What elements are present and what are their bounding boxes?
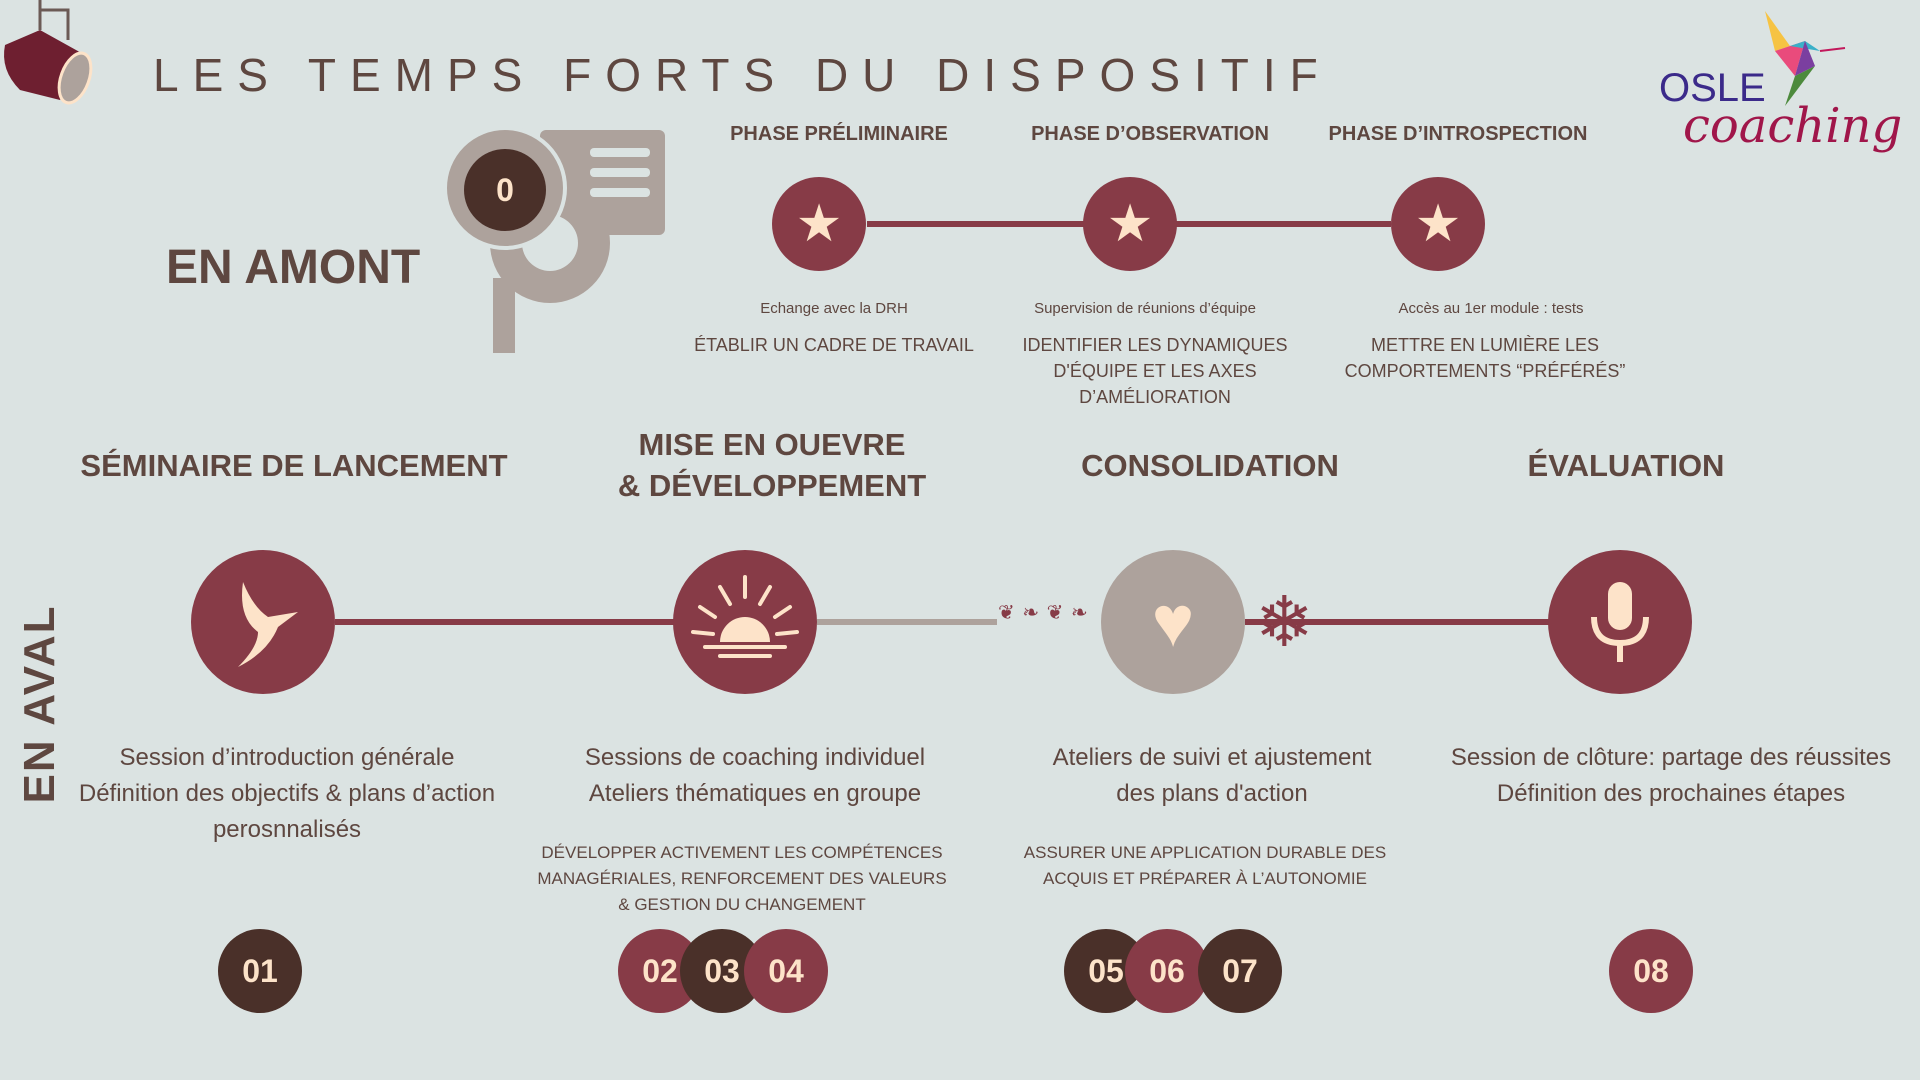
stage-description: Session de clôture: partage des réussite…	[1451, 740, 1891, 812]
phase-title: PHASE D’OBSERVATION	[1031, 123, 1269, 145]
leaves-icon: ❦ ❧ ❦ ❧	[998, 602, 1089, 624]
sunrise-icon	[673, 550, 817, 694]
stage-title-line: MISE EN OUEVRE	[638, 427, 906, 462]
desc-line: Ateliers thématiques en groupe	[588, 780, 922, 807]
phase-goal-line: METTRE EN LUMIÈRE LES	[1370, 335, 1600, 355]
desc-line: Sessions de coaching individuel	[584, 744, 926, 771]
phase-goal: IDENTIFIER LES DYNAMIQUES D'ÉQUIPE ET LE…	[1022, 332, 1287, 410]
phase-goal: METTRE EN LUMIÈRE LES COMPORTEMENTS “PRÉ…	[1345, 332, 1626, 384]
phase-goal-line: COMPORTEMENTS “PRÉFÉRÉS”	[1344, 361, 1626, 381]
lamp-icon	[4, 0, 93, 105]
phase-title: PHASE PRÉLIMINAIRE	[730, 123, 948, 145]
stage-title: MISE EN OUEVRE & DÉVELOPPEMENT	[618, 424, 926, 506]
desc-line: Définition des objectifs & plans d’actio…	[78, 780, 496, 807]
objective-line: ACQUIS ET PRÉPARER À L’AUTONOMIE	[1042, 869, 1368, 888]
stage-description: Session d’introduction générale Définiti…	[79, 740, 495, 848]
objective-line: MANAGÉRIALES, RENFORCEMENT DES VALEURS	[537, 869, 947, 888]
hummingbird-logo-icon	[1765, 11, 1846, 106]
objective-line: DÉVELOPPER ACTIVEMENT LES COMPÉTENCES	[541, 843, 943, 862]
microphone-icon	[1548, 550, 1692, 694]
stage-title: SÉMINAIRE DE LANCEMENT	[80, 448, 508, 483]
page-title: LES TEMPS FORTS DU DISPOSITIF	[153, 49, 1332, 101]
phase-goal-line: IDENTIFIER LES DYNAMIQUES	[1022, 335, 1288, 355]
phase-note: Echange avec la DRH	[760, 300, 908, 317]
logo: OSLE coaching	[1659, 6, 1902, 171]
step-zero-number: 0	[496, 171, 514, 208]
section-label-en-amont: EN AMONT	[166, 241, 421, 294]
aval-timeline-line	[335, 619, 675, 625]
session-number-badge: 01	[218, 929, 302, 1013]
gear-document-icon	[445, 128, 665, 353]
stage-objective: DÉVELOPPER ACTIVEMENT LES COMPÉTENCES MA…	[537, 840, 946, 918]
logo-osle: OSLE	[1659, 66, 1766, 110]
stage-title: ÉVALUATION	[1527, 448, 1725, 483]
session-number-badge: 07	[1198, 929, 1282, 1013]
star-icon: ★	[1083, 177, 1177, 271]
stage-title: CONSOLIDATION	[1081, 448, 1339, 483]
objective-line: & GESTION DU CHANGEMENT	[618, 895, 866, 914]
desc-line: perosnnalisés	[212, 816, 362, 843]
stage-objective: ASSURER UNE APPLICATION DURABLE DES ACQU…	[1024, 840, 1386, 892]
aval-timeline-line	[1245, 619, 1550, 625]
desc-line: Session de clôture: partage des réussite…	[1450, 744, 1892, 771]
phase-note: Accès au 1er module : tests	[1398, 300, 1584, 317]
desc-line: Ateliers de suivi et ajustement	[1052, 744, 1372, 771]
hummingbird-icon	[191, 550, 335, 694]
heart-icon: ♥	[1101, 550, 1245, 694]
stage-description: Sessions de coaching individuel Ateliers…	[585, 740, 925, 812]
section-label-en-aval: EN AVAL	[15, 604, 64, 804]
step-zero-badge: 0	[464, 149, 546, 231]
phase-goal-line: D’AMÉLIORATION	[1079, 387, 1231, 407]
stage-description: Ateliers de suivi et ajustement des plan…	[1053, 740, 1372, 812]
session-number-badge: 04	[744, 929, 828, 1013]
desc-line: des plans d'action	[1116, 780, 1308, 807]
aval-timeline-line	[817, 619, 997, 625]
logo-coaching: coaching	[1683, 98, 1903, 154]
phase-goal-line: ÉTABLIR UN CADRE DE TRAVAIL	[694, 335, 974, 355]
star-icon: ★	[772, 177, 866, 271]
objective-line: ASSURER UNE APPLICATION DURABLE DES	[1023, 843, 1387, 862]
desc-line: Définition des prochaines étapes	[1496, 780, 1846, 807]
session-number-badge: 06	[1125, 929, 1209, 1013]
session-number-badge: 08	[1609, 929, 1693, 1013]
snowflake-icon: ❄	[1255, 583, 1314, 661]
phase-goal: ÉTABLIR UN CADRE DE TRAVAIL	[694, 332, 974, 358]
desc-line: Session d’introduction générale	[119, 744, 455, 771]
star-icon: ★	[1391, 177, 1485, 271]
phase-title: PHASE D’INTROSPECTION	[1328, 123, 1588, 145]
phase-goal-line: D'ÉQUIPE ET LES AXES	[1053, 361, 1257, 381]
stage-title-line: & DÉVELOPPEMENT	[617, 468, 927, 503]
phase-note: Supervision de réunions d’équipe	[1034, 300, 1256, 317]
